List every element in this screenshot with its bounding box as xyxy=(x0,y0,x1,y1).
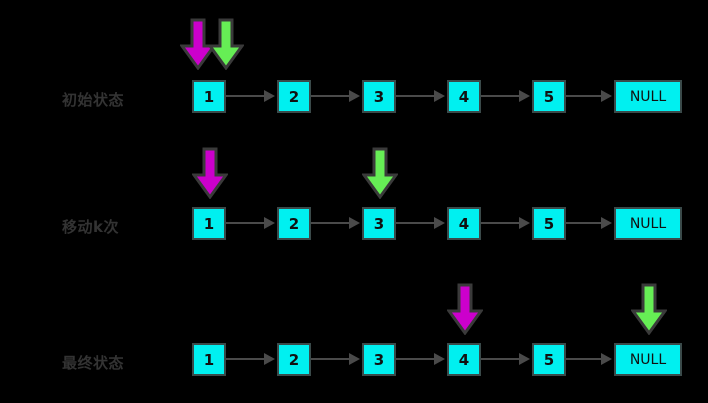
link-arrow-line xyxy=(311,95,352,97)
link-arrow-head-icon xyxy=(434,217,445,229)
list-node-2: 2 xyxy=(277,343,311,376)
link-arrow-line xyxy=(226,358,267,360)
link-arrow-head-icon xyxy=(264,217,275,229)
link-arrow-line xyxy=(311,358,352,360)
link-arrow-line xyxy=(481,95,522,97)
list-node-5: 5 xyxy=(532,207,566,240)
list-node-null: NULL xyxy=(614,80,682,113)
pointer-arrow-magenta-to-1 xyxy=(180,18,216,70)
link-arrow-head-icon xyxy=(434,353,445,365)
list-node-1: 1 xyxy=(192,80,226,113)
list-node-null: NULL xyxy=(614,343,682,376)
link-arrow-head-icon xyxy=(349,217,360,229)
link-arrow-head-icon xyxy=(349,353,360,365)
link-arrow-line xyxy=(481,222,522,224)
list-node-3: 3 xyxy=(362,343,396,376)
pointer-arrow-magenta-to-1 xyxy=(192,147,228,199)
link-arrow-head-icon xyxy=(264,90,275,102)
list-node-4: 4 xyxy=(447,343,481,376)
list-node-1: 1 xyxy=(192,343,226,376)
link-arrow-head-icon xyxy=(601,353,612,365)
row-label-1: 初始状态 xyxy=(62,91,125,109)
link-arrow-head-icon xyxy=(434,90,445,102)
list-node-3: 3 xyxy=(362,80,396,113)
row-label-2: 移动k次 xyxy=(62,218,119,236)
link-arrow-line xyxy=(566,358,604,360)
link-arrow-head-icon xyxy=(519,90,530,102)
link-arrow-head-icon xyxy=(519,217,530,229)
list-node-2: 2 xyxy=(277,207,311,240)
list-node-4: 4 xyxy=(447,80,481,113)
pointer-arrow-green-to-1 xyxy=(208,18,244,70)
link-arrow-line xyxy=(566,222,604,224)
row-label-3: 最终状态 xyxy=(62,354,125,372)
pointer-arrow-green-to-null xyxy=(631,283,667,335)
link-arrow-line xyxy=(226,95,267,97)
link-arrow-head-icon xyxy=(349,90,360,102)
link-arrow-line xyxy=(396,358,437,360)
pointer-arrow-magenta-to-4 xyxy=(447,283,483,335)
list-node-5: 5 xyxy=(532,80,566,113)
link-arrow-line xyxy=(226,222,267,224)
link-arrow-line xyxy=(311,222,352,224)
link-arrow-head-icon xyxy=(519,353,530,365)
list-node-4: 4 xyxy=(447,207,481,240)
list-node-5: 5 xyxy=(532,343,566,376)
link-arrow-head-icon xyxy=(601,217,612,229)
link-arrow-line xyxy=(566,95,604,97)
list-node-2: 2 xyxy=(277,80,311,113)
link-arrow-line xyxy=(481,358,522,360)
list-node-3: 3 xyxy=(362,207,396,240)
link-arrow-line xyxy=(396,222,437,224)
pointer-arrow-green-to-3 xyxy=(362,147,398,199)
link-arrow-head-icon xyxy=(264,353,275,365)
list-node-1: 1 xyxy=(192,207,226,240)
link-arrow-head-icon xyxy=(601,90,612,102)
link-arrow-line xyxy=(396,95,437,97)
list-node-null: NULL xyxy=(614,207,682,240)
